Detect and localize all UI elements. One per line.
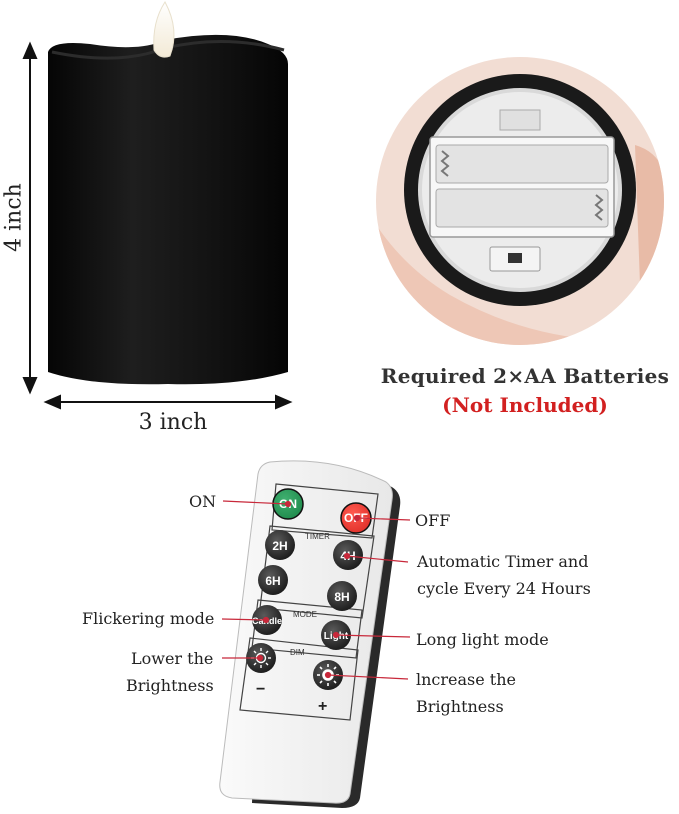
section-dim-label: DIM [290, 648, 305, 657]
section-mode-label: MODE [293, 610, 317, 619]
callout-increase-line2: Brightness [416, 697, 504, 716]
timer-8h-button[interactable]: 8H [327, 581, 357, 611]
callout-timer-line2: cycle Every 24 Hours [417, 579, 591, 598]
callout-off: OFF [415, 511, 451, 530]
battery-title: Required 2×AA Batteries [380, 364, 670, 388]
timer-6h-button[interactable]: 6H [258, 565, 288, 595]
width-label: 3 inch [138, 410, 208, 435]
callout-increase-line1: lncrease the [416, 670, 517, 689]
candle-illustration [0, 0, 320, 440]
callout-lower-line2: Brightness [126, 676, 214, 695]
timer-6h-label: 6H [265, 574, 280, 588]
battery-not-included: (Not Included) [442, 393, 608, 417]
hand [376, 215, 664, 345]
callout-timer-line1: Automatic Timer and [417, 552, 589, 571]
timer-8h-label: 8H [334, 590, 349, 604]
height-arrow [22, 41, 38, 395]
remote-graphic: TIMER MODE DIM ON OFF 2H 4H 6H 8H [219, 460, 401, 808]
callout-lower-line1: Lower the [131, 649, 214, 668]
flame [153, 1, 175, 58]
remote-control: TIMER MODE DIM ON OFF 2H 4H 6H 8H [212, 458, 407, 810]
callout-flicker: Flickering mode [82, 609, 215, 628]
section-timer-label: TIMER [305, 532, 330, 541]
dim-minus-label: − [256, 681, 265, 698]
battery-compartment-graphic [376, 57, 664, 345]
timer-2h-label: 2H [272, 539, 287, 553]
battery-photo [370, 55, 670, 355]
candle-body [48, 34, 288, 385]
callout-long-light: Long light mode [416, 630, 549, 649]
candle-graphic [22, 1, 293, 410]
timer-2h-button[interactable]: 2H [265, 530, 295, 560]
callout-on: ON [189, 492, 217, 511]
dim-plus-label: + [318, 698, 327, 715]
width-arrow [43, 394, 293, 410]
